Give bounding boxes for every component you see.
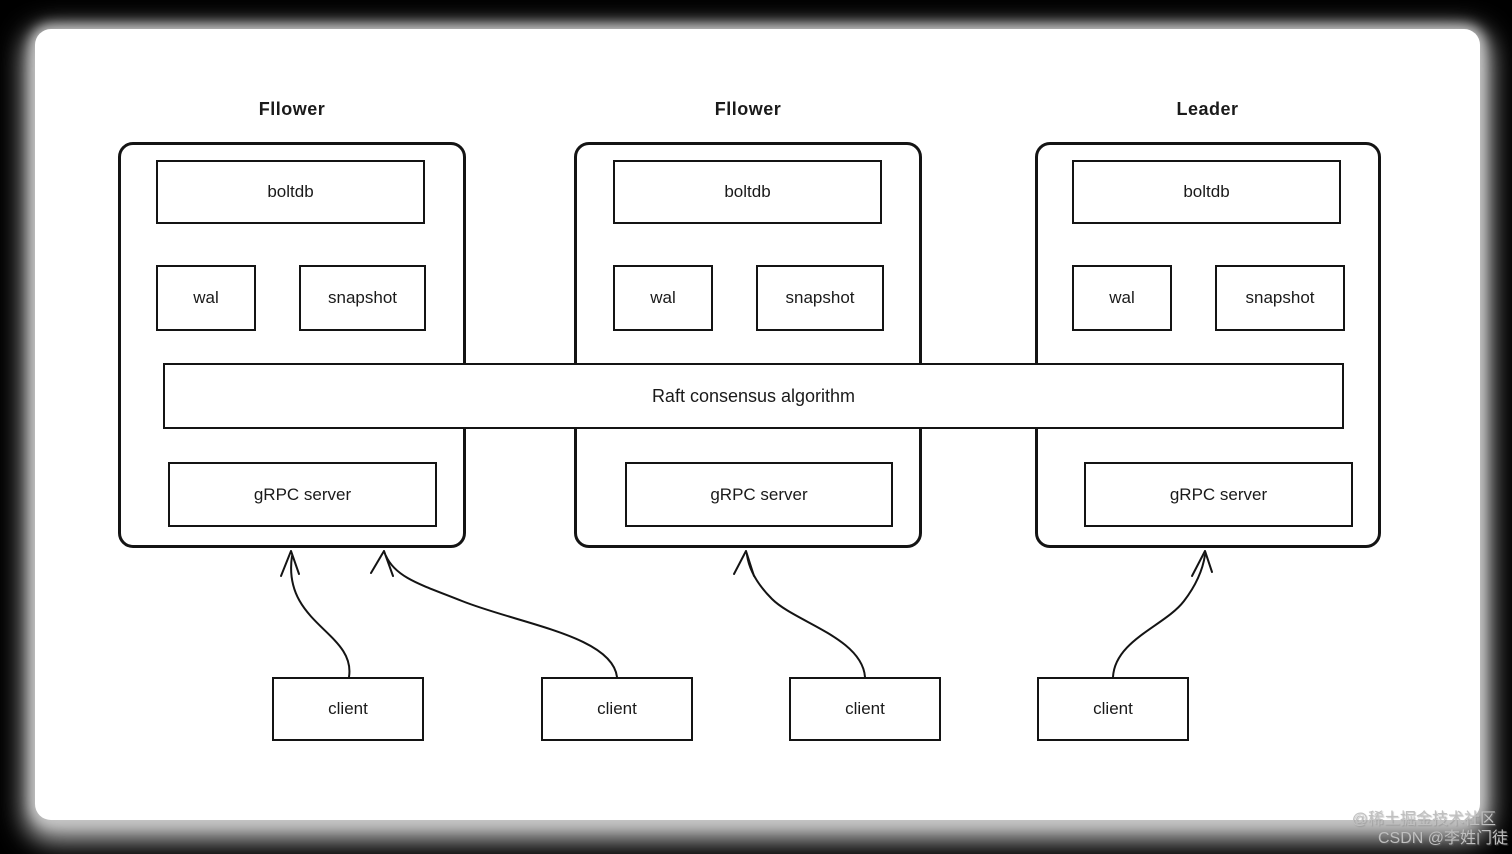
node-title-leader: Leader (1176, 98, 1239, 119)
grpc-server-box-follower-1: gRPC server (168, 462, 437, 527)
wal-box-follower-1: wal (156, 265, 256, 331)
wal-box-leader: wal (1072, 265, 1172, 331)
snapshot-box-leader: snapshot (1215, 265, 1345, 331)
client-box-3: client (789, 677, 941, 741)
boltdb-box-follower-1: boltdb (156, 160, 425, 224)
raft-consensus-bar: Raft consensus algorithm (163, 363, 1344, 429)
client-box-1: client (272, 677, 424, 741)
wal-box-follower-2: wal (613, 265, 713, 331)
node-title-follower-1: Fllower (258, 98, 326, 119)
snapshot-box-follower-2: snapshot (756, 265, 884, 331)
boltdb-box-follower-2: boltdb (613, 160, 882, 224)
client-box-4: client (1037, 677, 1189, 741)
boltdb-box-leader: boltdb (1072, 160, 1341, 224)
snapshot-box-follower-1: snapshot (299, 265, 426, 331)
client-box-2: client (541, 677, 693, 741)
grpc-server-box-follower-2: gRPC server (625, 462, 893, 527)
grpc-server-box-leader: gRPC server (1084, 462, 1353, 527)
node-title-follower-2: Fllower (714, 98, 782, 119)
watermark-author-line: CSDN @李姓门徒 (1377, 830, 1508, 847)
